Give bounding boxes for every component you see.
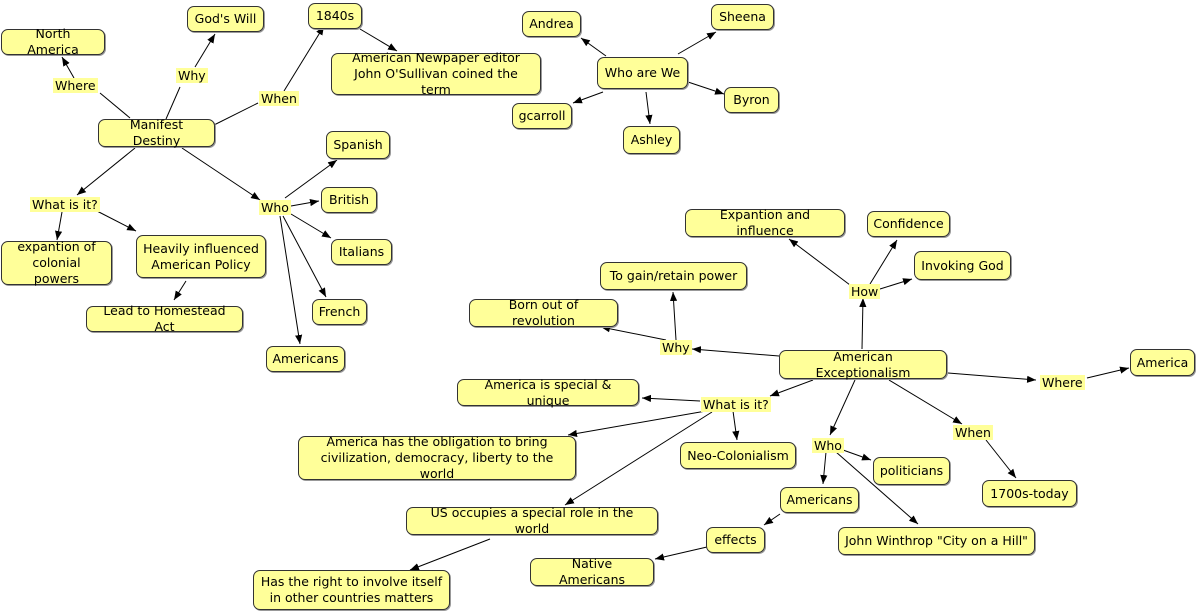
- node-homestead-act[interactable]: Lead to Homestead Act: [86, 303, 243, 334]
- node-america[interactable]: America: [1130, 349, 1195, 376]
- link-label-when-ae: When: [953, 425, 993, 440]
- node-invoking-god[interactable]: Invoking God: [914, 251, 1011, 280]
- node-native-americans[interactable]: Native Americans: [530, 556, 654, 587]
- node-andrea[interactable]: Andrea: [522, 11, 581, 37]
- node-newspaper-editor[interactable]: American Newpaper editor John O'Sullivan…: [331, 50, 541, 97]
- node-american-exceptionalism[interactable]: American Exceptionalism: [779, 349, 947, 380]
- node-manifest-destiny[interactable]: Manifest Destiny: [98, 117, 215, 148]
- link-label-where-md: Where: [53, 78, 98, 93]
- node-sheena[interactable]: Sheena: [711, 4, 774, 30]
- node-born-revolution[interactable]: Born out of revolution: [469, 297, 618, 328]
- node-americans-ae[interactable]: Americans: [780, 487, 859, 513]
- node-expantion-colonial[interactable]: expantion of colonial powers: [1, 239, 112, 286]
- link-label-why-ae: Why: [660, 340, 692, 355]
- node-neo-colonialism[interactable]: Neo-Colonialism: [680, 442, 796, 469]
- node-right-to-involve[interactable]: Has the right to involve itself in other…: [253, 570, 450, 610]
- node-gcarroll[interactable]: gcarroll: [512, 103, 572, 129]
- link-label-what-md: What is it?: [30, 197, 100, 212]
- node-1840s[interactable]: 1840s: [308, 3, 362, 29]
- link-label-how-ae: How: [849, 284, 881, 299]
- node-spanish[interactable]: Spanish: [326, 131, 390, 159]
- node-confidence[interactable]: Confidence: [867, 211, 950, 237]
- link-label-why-md: Why: [176, 68, 208, 83]
- node-byron[interactable]: Byron: [724, 87, 779, 113]
- node-heavily-influenced[interactable]: Heavily influenced American Policy: [136, 235, 266, 278]
- node-north-america[interactable]: North America: [1, 26, 105, 57]
- node-1700s-today[interactable]: 1700s-today: [982, 480, 1077, 507]
- node-special-unique[interactable]: America is special & unique: [457, 377, 639, 408]
- link-label-when-md: When: [259, 91, 299, 106]
- node-obligation[interactable]: America has the obligation to bring civi…: [298, 434, 576, 481]
- node-gain-power[interactable]: To gain/retain power: [600, 262, 747, 290]
- node-effects[interactable]: effects: [706, 527, 765, 553]
- link-label-who-md: Who: [259, 200, 291, 215]
- node-americans-md[interactable]: Americans: [266, 346, 345, 372]
- node-who-are-we[interactable]: Who are We: [597, 57, 688, 89]
- node-british[interactable]: British: [321, 187, 377, 213]
- link-label-who-ae: Who: [812, 438, 844, 453]
- node-ashley[interactable]: Ashley: [623, 126, 680, 154]
- node-gods-will[interactable]: God's Will: [187, 6, 264, 32]
- node-special-role[interactable]: US occupies a special role in the world: [406, 505, 658, 536]
- link-label-what-ae: What is it?: [701, 397, 771, 412]
- node-winthrop[interactable]: John Winthrop "City on a Hill": [838, 527, 1035, 555]
- node-expantion-influence[interactable]: Expantion and influence: [685, 207, 845, 238]
- node-italians[interactable]: Italians: [331, 239, 392, 265]
- node-french[interactable]: French: [312, 299, 367, 325]
- link-label-where-ae: Where: [1040, 375, 1085, 390]
- node-politicians[interactable]: politicians: [873, 457, 950, 485]
